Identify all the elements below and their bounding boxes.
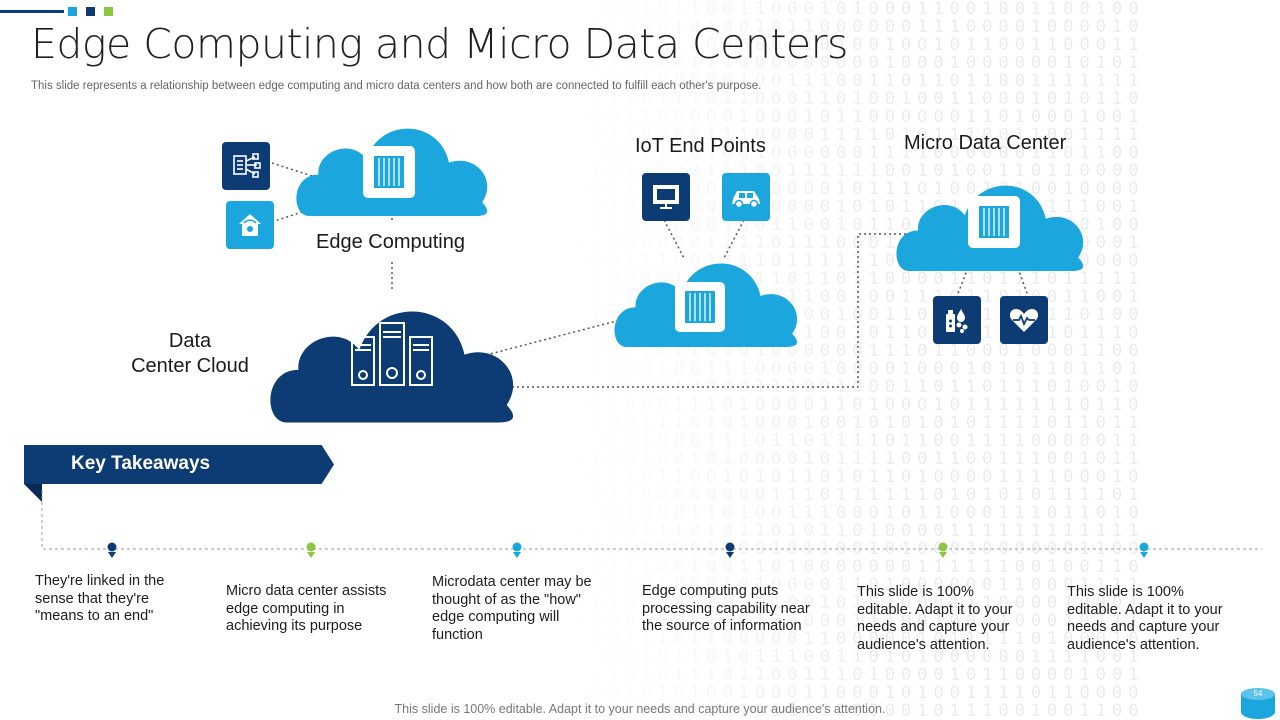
timeline-marker (512, 542, 522, 558)
takeaways-timeline (41, 490, 1262, 558)
server-rack-icon (351, 322, 433, 386)
footer-note: This slide is 100% editable. Adapt it to… (394, 702, 886, 716)
takeaway-item: They're linked in the sense that they're… (35, 573, 165, 624)
takeaway-item: This slide is 100% editable. Adapt it to… (1067, 584, 1223, 653)
accent-square-green (104, 7, 113, 16)
timeline-marker (306, 542, 316, 558)
accent-square-light (68, 7, 77, 16)
diagram-canvas (270, 128, 1084, 423)
server-icon (363, 146, 415, 198)
micro-data-center-label: Micro Data Center (904, 132, 1067, 154)
data-center-label-line1: Data (168, 330, 212, 352)
page-subtitle: This slide represents a relationship bet… (31, 80, 762, 92)
connector-edge-home (271, 205, 321, 223)
medical-devices-icon (933, 296, 981, 344)
takeaway-item: Edge computing puts processing capabilit… (642, 583, 810, 634)
iot-end-points-label: IoT End Points (635, 135, 766, 157)
connector-iot-car (723, 219, 745, 259)
takeaway-item: Micro data center assists edge computing… (226, 583, 387, 634)
data-center-label-line2: Center Cloud (131, 355, 249, 377)
timeline-marker (1139, 542, 1149, 558)
page-number-badge (1241, 688, 1275, 719)
header-accent-line (0, 10, 64, 13)
server-icon (968, 196, 1020, 248)
page-title: Edge Computing and Micro Data Centers (31, 20, 848, 68)
connector-edge-network (271, 162, 319, 179)
connector-iot-monitor (663, 219, 685, 259)
timeline-marker (725, 542, 735, 558)
connector-datacenter-iot (485, 317, 629, 356)
key-takeaways-heading: Key Takeaways (71, 453, 211, 474)
car-icon (722, 173, 770, 221)
heart-rate-icon (1000, 296, 1048, 344)
server-icon (675, 282, 725, 332)
takeaway-item: Microdata center may be thought of as th… (432, 574, 592, 643)
network-device-icon (222, 142, 270, 190)
data-center-cloud-label: Data Center Cloud (100, 330, 280, 378)
timeline-marker (938, 542, 948, 558)
connector-micro-medical (956, 267, 969, 297)
takeaway-item: This slide is 100% editable. Adapt it to… (857, 584, 1013, 653)
timeline-marker (107, 542, 117, 558)
connector-datacenter-micro (497, 233, 912, 388)
smart-home-icon (226, 201, 274, 249)
accent-square-dark (86, 7, 95, 16)
monitor-icon (642, 173, 690, 221)
edge-computing-label: Edge Computing (316, 231, 465, 253)
connector-micro-heart (1017, 267, 1029, 297)
dotted-connectors (271, 162, 1029, 388)
key-takeaways-banner (24, 445, 334, 484)
page-number: 54 (1253, 689, 1263, 698)
banner-fold (24, 484, 42, 502)
data-center-cloud (270, 311, 514, 423)
